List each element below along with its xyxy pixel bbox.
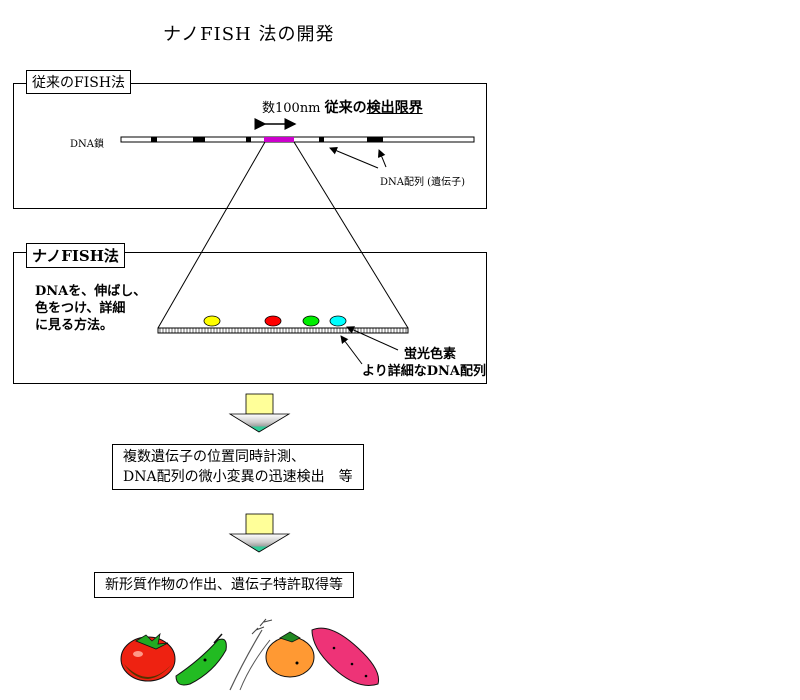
result-box-1: 複数遺伝子の位置同時計測、 DNA配列の微小変異の迅速検出 等 xyxy=(112,444,364,490)
nano-fish-panel xyxy=(13,252,487,384)
dye-cyan xyxy=(329,315,347,327)
dna-strand-label: DNA鎖 xyxy=(70,139,104,150)
description-line: 色をつけ、詳細 xyxy=(35,301,126,316)
sequence-pointer xyxy=(329,147,379,169)
detection-limit-label: 数100nm 従来の検出限界 xyxy=(262,97,423,117)
limit-prefix: 数100nm xyxy=(262,101,321,116)
description-line: DNAを、伸ばし、 xyxy=(35,284,147,299)
wheat-icon xyxy=(229,618,273,691)
limit-underlined: 検出限界 xyxy=(366,100,423,116)
sweet-potato-icon xyxy=(311,627,380,686)
zoom-line-left xyxy=(157,141,266,329)
stretched-dna xyxy=(157,327,409,334)
dye-red xyxy=(264,315,282,327)
down-arrow-2 xyxy=(228,513,291,553)
page-title: ナノFISH 法の開発 xyxy=(163,24,335,45)
down-arrow-1 xyxy=(228,393,291,433)
green-pepper-icon xyxy=(175,633,227,686)
sequence-pointer-2 xyxy=(377,149,387,168)
result-line: DNA配列の微小変異の迅速検出 等 xyxy=(123,469,353,485)
fluorescent-dyes xyxy=(203,315,347,327)
fluor-pointer xyxy=(346,326,399,351)
conventional-fish-label: 従来のFISH法 xyxy=(26,70,132,94)
conventional-fish-panel xyxy=(13,83,487,209)
limit-main: 従来の xyxy=(324,100,367,116)
zoom-line-right xyxy=(293,141,409,329)
result-line: 複数遺伝子の位置同時計測、 xyxy=(123,449,305,465)
persimmon-icon xyxy=(265,631,315,678)
dna-sequence-label: DNA配列 (遺伝子) xyxy=(380,177,465,188)
detail-pointer xyxy=(340,335,363,365)
fluor-label: 蛍光色素 xyxy=(404,347,457,362)
dye-green xyxy=(302,315,320,327)
description-line: に見る方法。 xyxy=(35,318,114,333)
tomato-icon xyxy=(120,632,176,682)
nano-fish-label: ナノFISH法 xyxy=(26,243,125,268)
magenta-marker xyxy=(264,137,294,142)
detail-label: より詳細なDNA配列 xyxy=(362,364,486,379)
dye-yellow xyxy=(203,315,221,327)
nano-description: DNAを、伸ばし、 色をつけ、詳細 に見る方法。 xyxy=(35,283,146,334)
result-box-2: 新形質作物の作出、遺伝子特許取得等 xyxy=(94,572,354,598)
dna-strand xyxy=(120,136,475,143)
